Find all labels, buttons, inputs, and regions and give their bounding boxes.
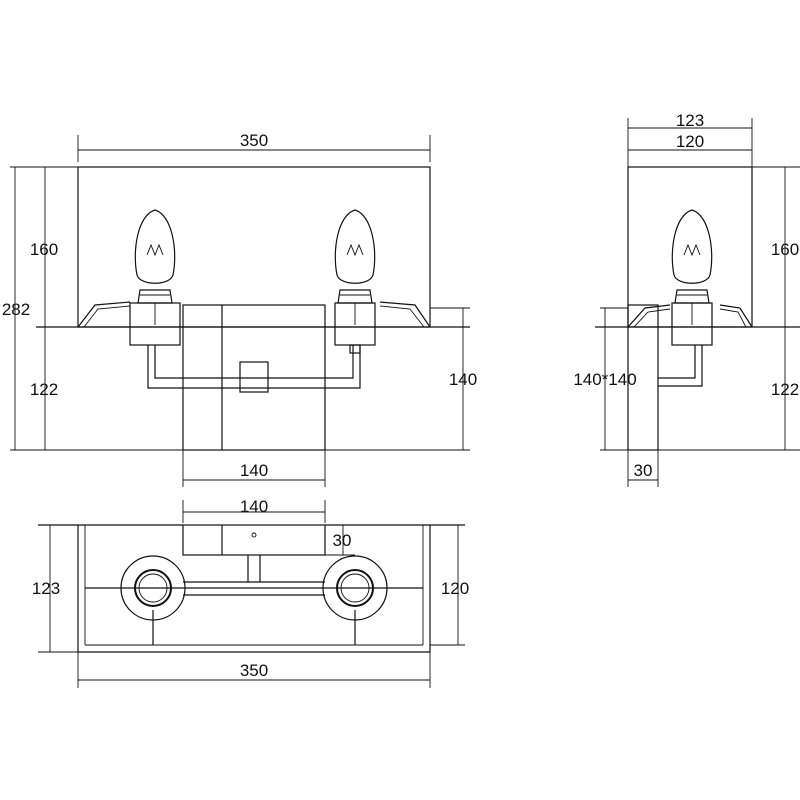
side-bulb [658, 209, 713, 387]
front-arm [147, 345, 361, 389]
label-front-width-top: 350 [240, 131, 268, 150]
top-bulb-right [322, 555, 388, 621]
dim-top-depth-right: 120 [430, 525, 469, 646]
dim-top-plate-depth: 30 [325, 524, 355, 556]
label-top-depth-right: 120 [441, 579, 469, 598]
dim-top-plate-width: 140 [182, 497, 326, 523]
label-top-depth-left: 123 [32, 579, 60, 598]
label-top-plate-depth: 30 [333, 531, 352, 550]
top-shade [77, 525, 431, 653]
label-side-depth-inner: 120 [676, 132, 704, 151]
dim-side-right: 160 122 [658, 166, 800, 451]
label-top-width-bottom: 350 [240, 661, 268, 680]
top-bulb-left [120, 555, 186, 621]
front-arm-clamp [239, 361, 269, 393]
top-wall-plate [182, 524, 326, 556]
dim-side-depth-top: 123 120 [627, 111, 753, 167]
dim-top-width-bottom: 350 [77, 652, 431, 688]
label-top-plate-width: 140 [240, 497, 268, 516]
dim-front-plate-width: 140 [182, 450, 326, 487]
front-bulb-left [129, 209, 181, 346]
label-side-plate-thickness: 30 [634, 461, 653, 480]
label-side-shade-height: 160 [771, 240, 799, 259]
label-front-lower-height: 122 [30, 380, 58, 399]
label-front-plate-height: 140 [449, 370, 477, 389]
dim-side-left: 140*140 [573, 307, 637, 451]
label-front-total-height: 282 [2, 300, 30, 319]
dim-side-plate-thickness: 30 [627, 450, 659, 487]
label-side-depth-outer: 123 [676, 111, 704, 130]
label-front-plate-width: 140 [240, 461, 268, 480]
front-view: 350 [2, 131, 477, 487]
front-bulb-right [334, 209, 376, 354]
front-shade-lip [77, 301, 431, 328]
dim-front-plate-height: 140 [325, 307, 477, 451]
label-front-shade-height: 160 [30, 240, 58, 259]
dim-front-left: 282 160 122 [2, 166, 183, 451]
label-side-plate-size: 140*140 [573, 370, 636, 389]
top-view: 140 30 [32, 497, 469, 688]
dim-front-width-top: 350 [77, 131, 431, 162]
label-side-lower-height: 122 [771, 380, 799, 399]
side-view: 123 120 140*140 160 122 [573, 111, 800, 487]
dim-top-depth-left: 123 [32, 525, 78, 653]
